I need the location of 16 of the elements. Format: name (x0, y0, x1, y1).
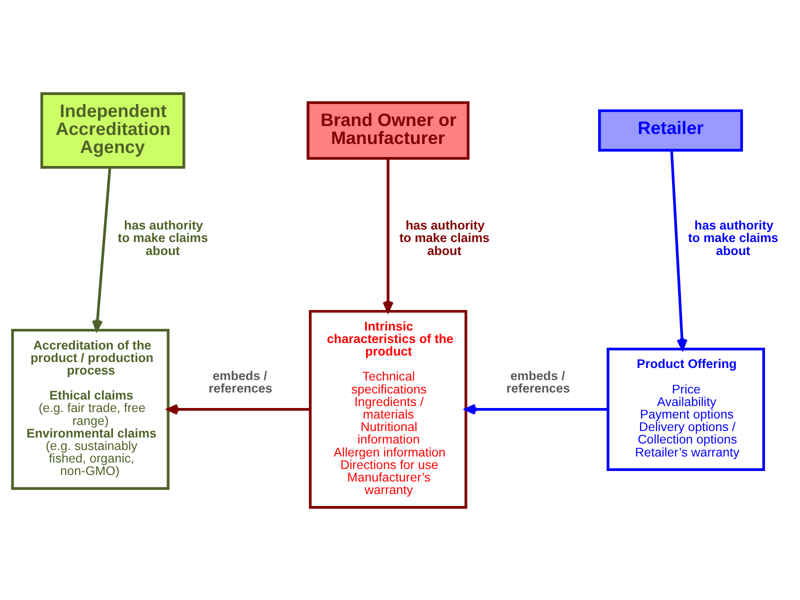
arrow (166, 403, 310, 414)
edge-label: has authority to make claims about (118, 218, 208, 258)
arrow (670, 150, 688, 350)
node-box: Intrinsic characteristics of the product Technical specifications Ingredients / materials Nutritional information Allergen information Directions for use Manufacturer’s warranty (308, 309, 468, 508)
node-box: Accreditation of the product / production process Ethical claims (e.g. fair trade, free range) Environmental claims (e.g. sustainably fished, organic, non-GMO) (11, 328, 170, 490)
node-box: Product Offering Price Availability Payment options Delivery options / Collection options Retailer’s warranty (606, 347, 765, 470)
node-box: Independent Accreditation Agency (40, 92, 186, 168)
edge-label: has authority to make claims about (399, 218, 490, 258)
arrow (464, 403, 608, 414)
node-box: Retailer (598, 108, 743, 152)
edge-label: embeds / references (506, 368, 570, 395)
edge-label: embeds / references (208, 368, 272, 395)
arrow (92, 167, 112, 331)
edge-label: has authority to make claims about (688, 218, 778, 258)
node-box: Brand Owner or Manufacturer (306, 100, 470, 160)
arrow (382, 158, 394, 312)
